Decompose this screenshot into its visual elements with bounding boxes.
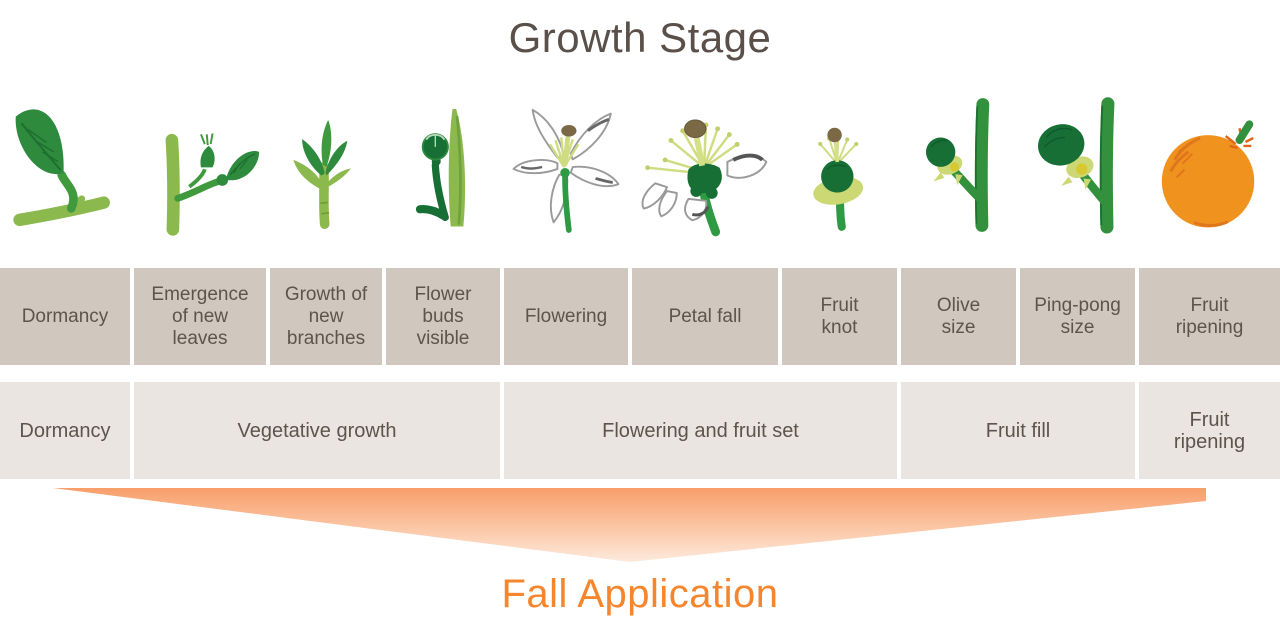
- illustration-cell-flower-bud: [386, 74, 500, 254]
- stage-cell-ping-pong-size: Ping-pong size: [1020, 268, 1135, 365]
- stage-label-row: Dormancy Emergence of new leaves Growth …: [0, 268, 1280, 365]
- page-title: Growth Stage: [508, 14, 772, 61]
- stage-cell-flower-buds: Flower buds visible: [386, 268, 500, 365]
- stage-cell-petal-fall: Petal fall: [632, 268, 778, 365]
- stage-cell-flowering: Flowering: [504, 268, 628, 365]
- stage-cell-fruit-knot: Fruit knot: [782, 268, 897, 365]
- new-branches-icon: [293, 120, 351, 230]
- illustration-row: [0, 74, 1280, 254]
- phase-cell-dormancy: Dormancy: [0, 382, 130, 479]
- illustration-cell-fruit-knot: [782, 74, 897, 254]
- stage-cell-olive-size: Olive size: [901, 268, 1016, 365]
- stage-cell-fruit-ripening: Fruit ripening: [1139, 268, 1280, 365]
- illustration-cell-ping-pong-size: [1020, 74, 1135, 254]
- new-leaves-icon: [165, 133, 260, 236]
- funnel-arrow-icon: [53, 488, 1206, 562]
- phase-cell-fruit-fill: Fruit fill: [901, 382, 1135, 479]
- olive-size-fruit-icon: [925, 98, 989, 233]
- ping-pong-size-fruit-icon: [1037, 97, 1114, 234]
- phase-cell-flowering-fruit-set: Flowering and fruit set: [504, 382, 897, 479]
- illustration-cell-fruit-ripening: [1139, 74, 1280, 254]
- stage-cell-emergence: Emergence of new leaves: [134, 268, 266, 365]
- phase-cell-vegetative-growth: Vegetative growth: [134, 382, 500, 479]
- illustration-cell-flowering: [504, 74, 628, 254]
- dormant-branch-icon: [13, 109, 110, 227]
- fruit-knot-icon: [812, 127, 863, 231]
- ripe-orange-icon: [1161, 120, 1254, 228]
- phase-cell-fruit-ripening: Fruit ripening: [1139, 382, 1280, 479]
- flower-bud-icon: [415, 109, 466, 227]
- stage-cell-dormancy: Dormancy: [0, 268, 130, 365]
- fall-application-arrow: [0, 486, 1280, 566]
- phase-row: Dormancy Vegetative growth Flowering and…: [0, 382, 1280, 479]
- illustration-cell-new-leaves: [134, 74, 266, 254]
- flower-icon: [512, 109, 620, 234]
- petal-fall-icon: [641, 119, 768, 237]
- illustration-cell-petal-fall: [632, 74, 778, 254]
- illustration-cell-olive-size: [901, 74, 1016, 254]
- illustration-cell-new-branches: [270, 74, 382, 254]
- stage-cell-new-branches: Growth of new branches: [270, 268, 382, 365]
- illustration-cell-dormancy: [0, 74, 130, 254]
- fall-application-label: Fall Application: [501, 572, 779, 616]
